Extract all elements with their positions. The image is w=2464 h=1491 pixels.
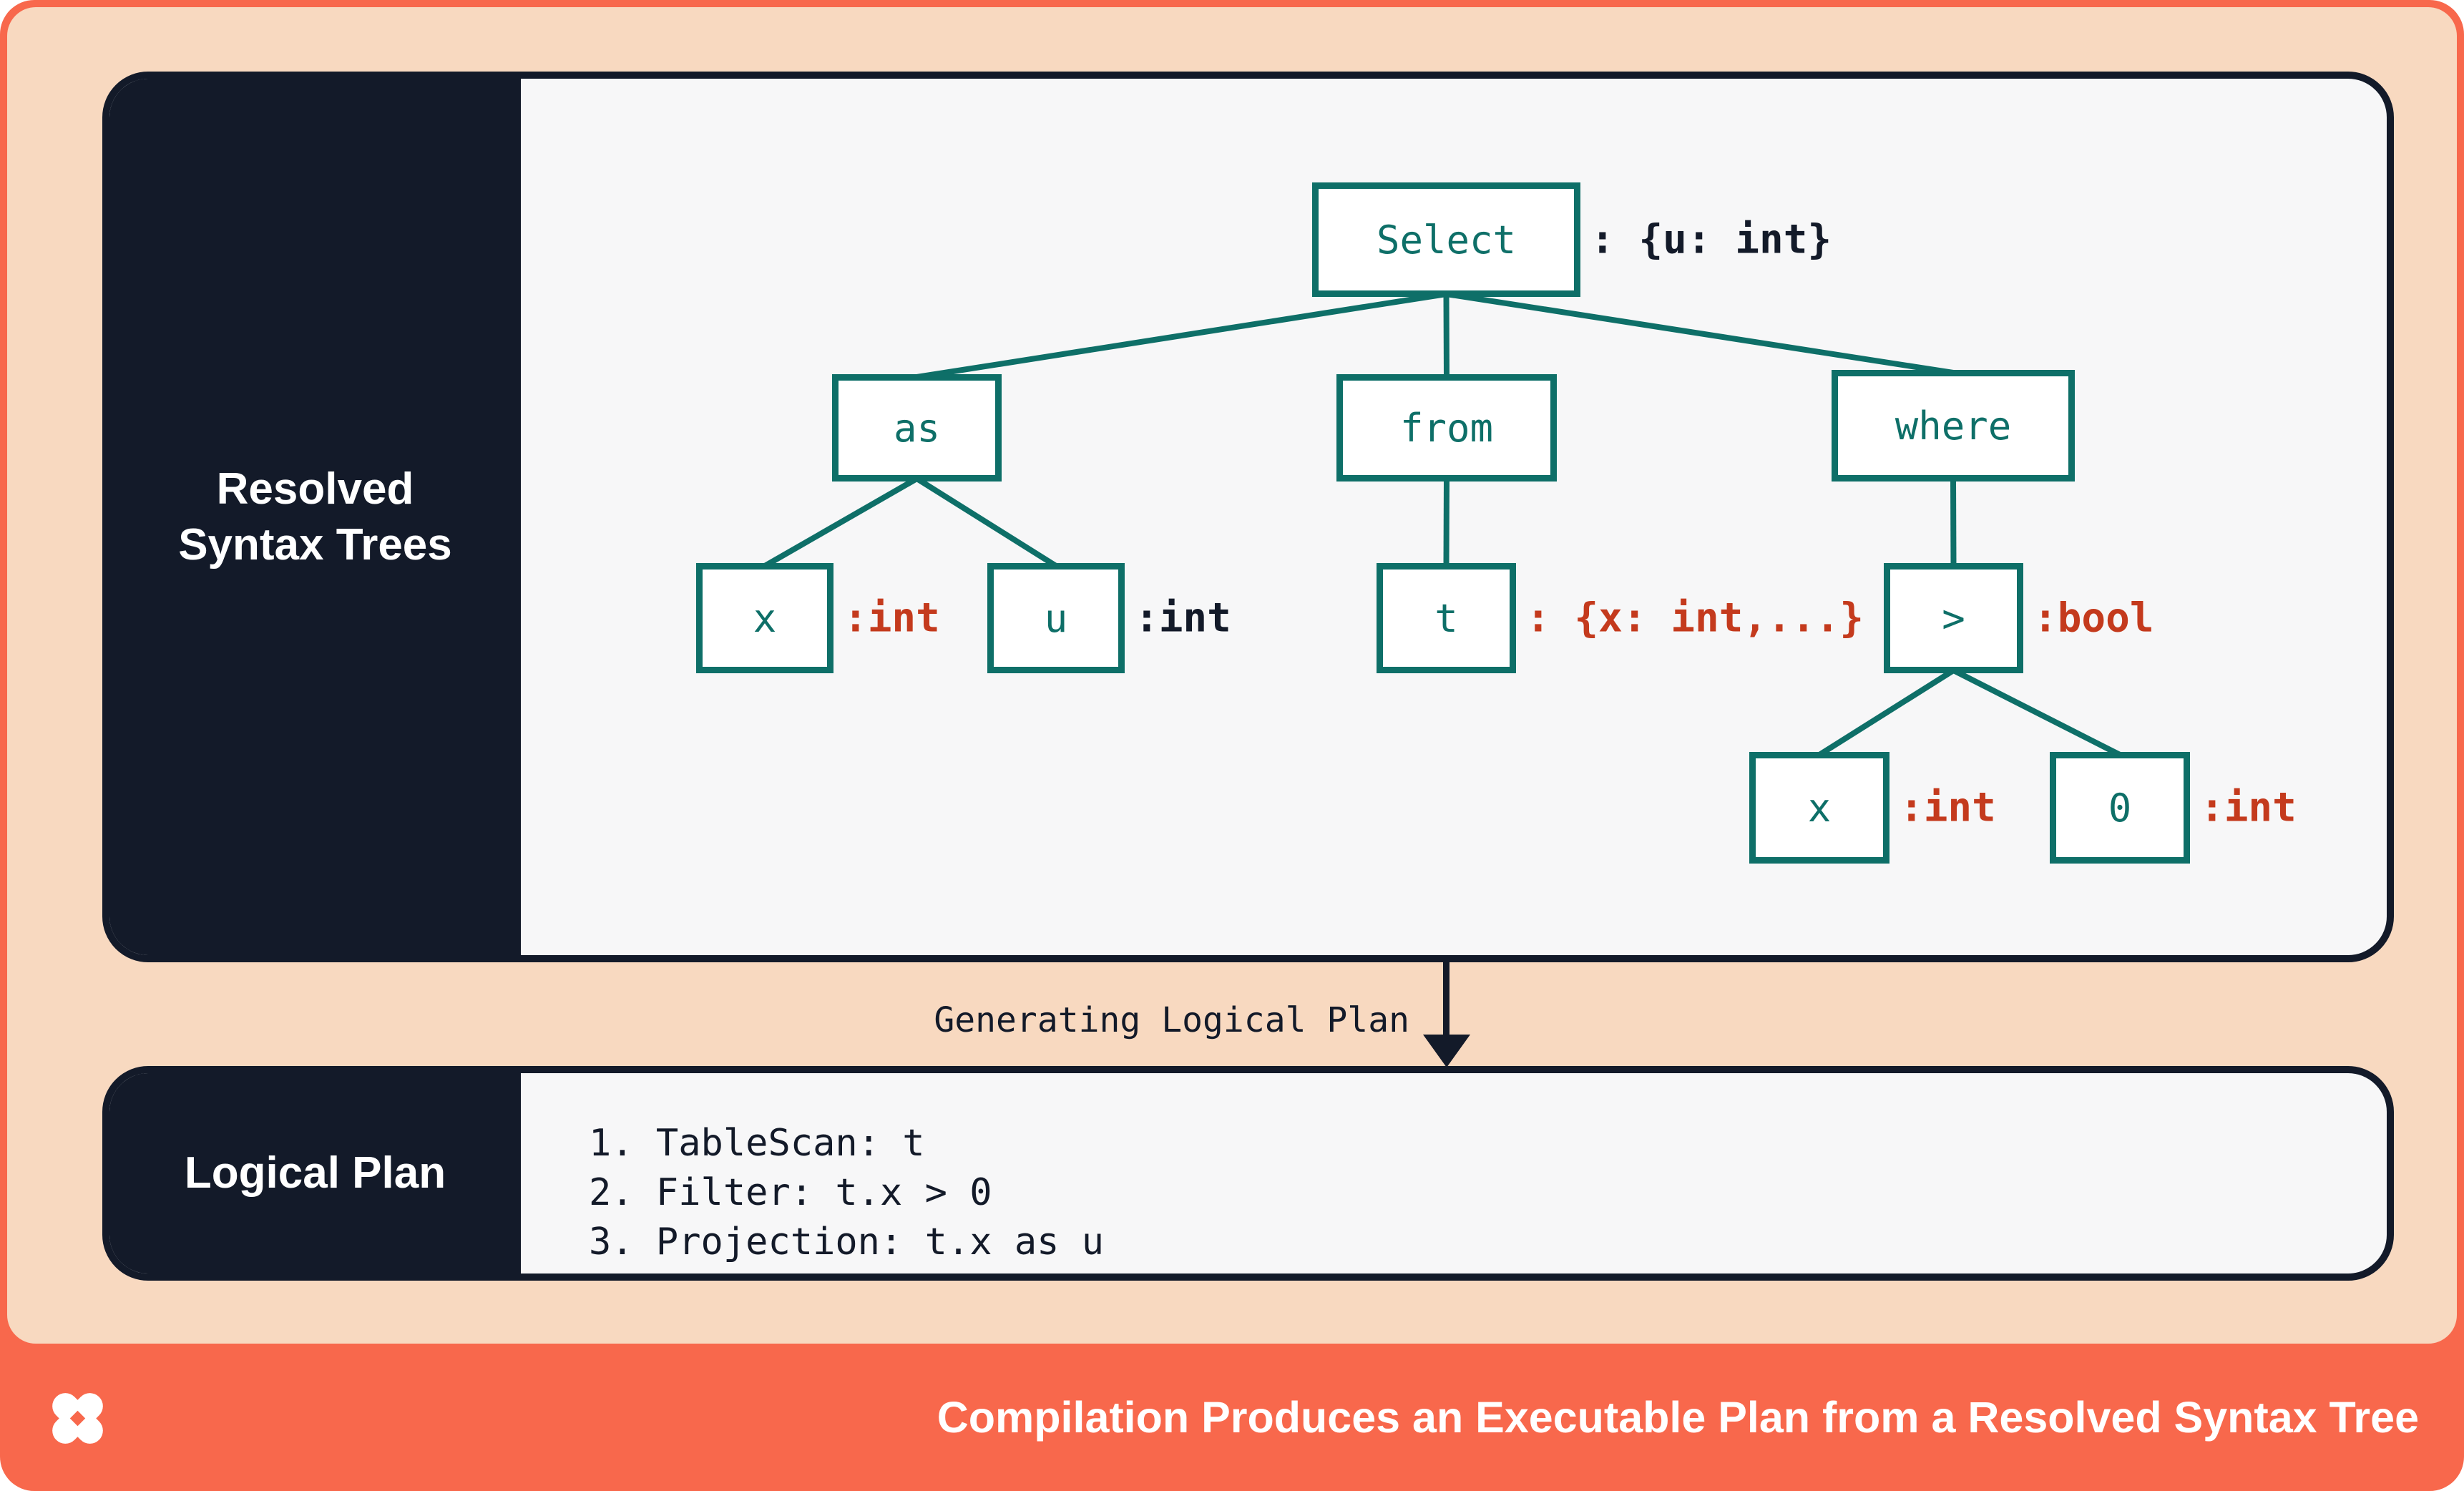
tree-node-zero: 0 :int [2050,752,2297,864]
type-annotation: :int [1900,784,1996,831]
type-annotation: : {u: int} [1590,216,1832,263]
type-annotation: :bool [2033,595,2154,642]
plan-step: 3. Projection: t.x as u [589,1221,1105,1263]
tree-node-gt: > :bool [1884,563,2154,673]
logical-plan-sidebar: Logical Plan [109,1073,521,1274]
type-annotation: :int [844,595,940,642]
resolved-syntax-trees-panel: Select : {u: int} as from where x :int u :int t : … [102,72,2394,962]
plan-step: 1. TableScan: t [589,1122,925,1165]
dolt-logo-icon [52,1393,103,1444]
tree-node-label: x [1807,785,1832,831]
tree-edges [763,291,2121,758]
tree-node-from: from [1336,374,1557,481]
tree-node-label: t [1434,595,1458,641]
down-arrow-icon [1423,1035,1470,1067]
logical-plan-steps: 1. TableScan: t 2. Filter: t.x > 0 3. Proj… [589,1119,1104,1267]
transition-label: Generating Logical Plan [934,1000,1409,1040]
syntax-tree: Select : {u: int} as from where x :int u :int t : … [109,79,2387,955]
type-annotation: : {x: int,...} [1526,595,1864,642]
tree-node-t: t : {x: int,...} [1377,563,1864,673]
tree-node-x2: x :int [1749,752,1996,864]
footer-bar: Compilation Produces an Executable Plan … [0,1344,2464,1491]
plan-step: 2. Filter: t.x > 0 [589,1171,992,1214]
logo-diamond-hole [69,1410,86,1427]
tree-node-as: as [832,374,1002,481]
tree-node-label: where [1895,403,2012,449]
tree-node-label: u [1044,595,1068,641]
logical-plan-panel: 1. TableScan: t 2. Filter: t.x > 0 3. Proj… [102,1066,2394,1281]
tree-node-label: Select [1376,217,1517,263]
tree-node-select: Select : {u: int} [1312,182,1832,297]
tree-node-label: as [893,405,941,451]
tree-node-u: u :int [987,563,1231,673]
type-annotation: :int [2200,784,2297,831]
resolved-panel-title: Resolved Syntax Trees [178,464,452,569]
resolved-panel-sidebar: Resolved Syntax Trees [109,79,521,955]
type-annotation: :int [1135,595,1231,642]
tree-node-label: from [1399,405,1494,451]
tree-node-where: where [1832,370,2075,481]
tree-node-label: > [1942,595,1965,641]
tree-node-label: 0 [2108,785,2132,831]
tree-node-label: x [753,595,777,641]
down-arrow-line [1443,962,1449,1036]
footer-title: Compilation Produces an Executable Plan … [937,1393,2419,1442]
logical-plan-title: Logical Plan [184,1148,446,1198]
tree-node-x1: x :int [696,563,940,673]
